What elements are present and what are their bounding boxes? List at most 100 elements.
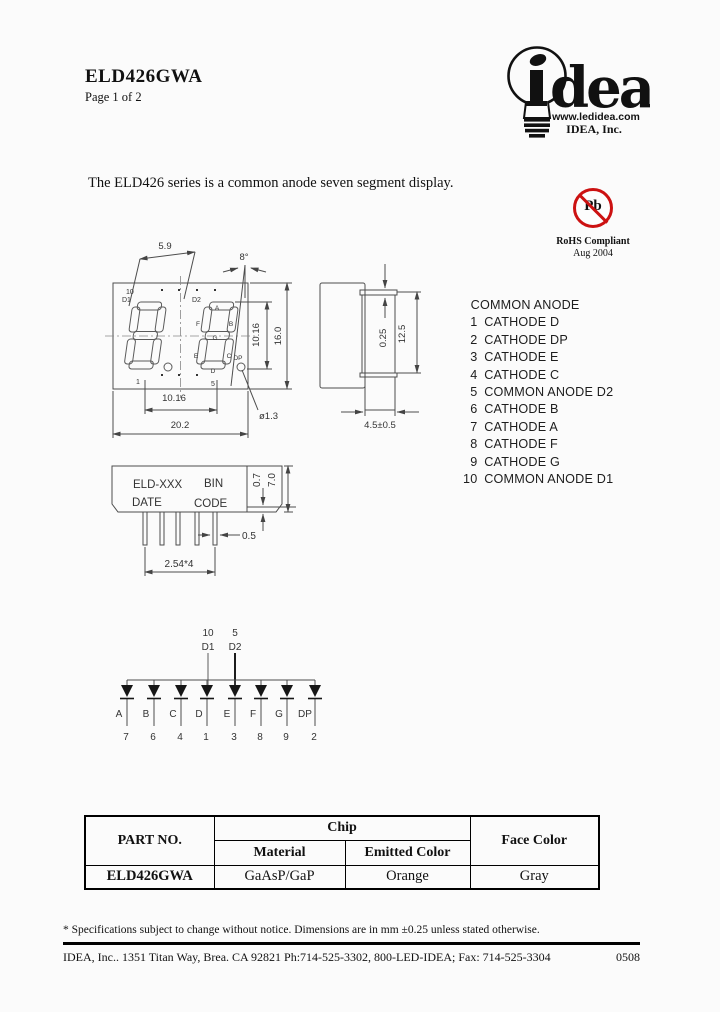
dim-digit-pitch: 10.16 bbox=[144, 380, 218, 414]
svg-text:G: G bbox=[275, 709, 283, 720]
svg-text:7.0: 7.0 bbox=[267, 473, 278, 487]
svg-text:5.9: 5.9 bbox=[158, 241, 171, 252]
dim-depth: 4.5±0.5 bbox=[341, 380, 419, 431]
page-title: ELD426GWA bbox=[85, 66, 203, 87]
svg-text:12.5: 12.5 bbox=[397, 325, 408, 344]
cell-face-color: Gray bbox=[469, 864, 600, 890]
col-header-face-color: Face Color bbox=[469, 815, 600, 866]
svg-text:8°: 8° bbox=[239, 252, 248, 263]
cell-part-no: ELD426GWA bbox=[84, 864, 215, 890]
segment-labels: A B F G E C D DP bbox=[194, 305, 243, 375]
svg-text:B: B bbox=[143, 709, 150, 720]
dim-digit-height: 10.16 bbox=[235, 301, 272, 370]
dim-step: 0.7 bbox=[252, 473, 266, 531]
cell-emitted-color: Orange bbox=[344, 864, 471, 890]
svg-text:C: C bbox=[169, 709, 176, 720]
rohs-mark: Pb RoHS Compliant Aug 2004 bbox=[553, 188, 633, 260]
svg-text:16.0: 16.0 bbox=[273, 327, 284, 346]
dim-lead-width: 0.5 bbox=[198, 531, 256, 542]
svg-text:1: 1 bbox=[203, 732, 209, 743]
dim-top-width: 5.9 bbox=[128, 241, 196, 307]
package-body bbox=[111, 465, 283, 513]
intro-text: The ELD426 series is a common anode seve… bbox=[88, 175, 454, 191]
svg-text:F: F bbox=[196, 321, 200, 328]
front-pin1-label: 1 bbox=[136, 379, 140, 386]
svg-text:2.54*4: 2.54*4 bbox=[165, 559, 194, 570]
svg-text:10.16: 10.16 bbox=[162, 393, 186, 404]
col-header-part-no: PART NO. bbox=[84, 815, 215, 866]
dim-lip: 0.25 bbox=[378, 264, 389, 347]
svg-text:0.7: 0.7 bbox=[252, 473, 263, 487]
spec-table: PART NO. Chip Face Color Material Emitte… bbox=[84, 815, 601, 890]
svg-text:2: 2 bbox=[311, 732, 317, 743]
marking-part: ELD-XXX bbox=[133, 479, 183, 491]
footer-doc-code: 0508 bbox=[616, 950, 640, 964]
footer-address: IDEA, Inc.. 1351 Titan Way, Brea. CA 928… bbox=[63, 950, 551, 964]
svg-text:ø1.3: ø1.3 bbox=[259, 411, 278, 422]
svg-text:20.2: 20.2 bbox=[171, 420, 190, 431]
svg-text:6: 6 bbox=[150, 732, 156, 743]
svg-text:D: D bbox=[195, 709, 202, 720]
front-side-dimension-drawing: 10 D1 D2 1 5 A B F G E C D DP 5.9 8° bbox=[105, 241, 421, 438]
lightbulb-icon bbox=[507, 46, 567, 138]
svg-text:C: C bbox=[227, 353, 232, 360]
dim-body-height: 7.0 bbox=[267, 465, 293, 513]
dp-2 bbox=[236, 362, 246, 372]
footnote: * Specifications subject to change witho… bbox=[63, 924, 540, 936]
dp-1 bbox=[163, 362, 173, 372]
svg-text:9: 9 bbox=[283, 732, 289, 743]
svg-text:10.16: 10.16 bbox=[251, 323, 262, 347]
svg-text:G: G bbox=[212, 335, 217, 342]
package-leads bbox=[142, 511, 218, 546]
dim-total-height: 16.0 bbox=[250, 282, 292, 390]
svg-text:0.25: 0.25 bbox=[378, 329, 389, 348]
rohs-date: Aug 2004 bbox=[573, 248, 613, 259]
col-header-material: Material bbox=[213, 839, 346, 866]
diode-array: A 7 B 6 C 4 D 1 E 3 F 8 G 9 DP bbox=[116, 680, 322, 743]
dim-face-height: 12.5 bbox=[397, 291, 421, 374]
svg-text:DP: DP bbox=[233, 355, 242, 362]
digit-1-segments bbox=[124, 301, 167, 370]
svg-text:A: A bbox=[215, 305, 220, 312]
front-d2-label: D2 bbox=[192, 297, 201, 304]
dim-lead-pitch: 2.54*4 bbox=[144, 547, 216, 576]
marking-date: DATE bbox=[132, 497, 162, 509]
svg-text:E: E bbox=[224, 709, 231, 720]
front-pin10-label: 10 bbox=[126, 289, 134, 296]
logo-company: IDEA, Inc. bbox=[566, 122, 622, 136]
logo-website: www.ledidea.com bbox=[551, 111, 640, 123]
anode1-name: D1 bbox=[202, 642, 215, 653]
svg-text:E: E bbox=[194, 353, 199, 360]
anode2-name: D2 bbox=[229, 642, 242, 653]
anode1-pin: 10 bbox=[202, 628, 214, 639]
svg-text:B: B bbox=[229, 321, 233, 328]
footer: IDEA, Inc.. 1351 Titan Way, Brea. CA 928… bbox=[63, 950, 640, 965]
circuit-diagram: 10 5 D1 D2 A 7 B 6 C 4 D 1 E 3 bbox=[116, 628, 322, 743]
svg-text:F: F bbox=[250, 709, 256, 720]
page-number: Page 1 of 2 bbox=[85, 90, 142, 104]
svg-text:4.5±0.5: 4.5±0.5 bbox=[364, 420, 396, 431]
col-header-emitted-color: Emitted Color bbox=[344, 839, 471, 866]
marking-bin: BIN bbox=[204, 478, 223, 490]
front-d1-label: D1 bbox=[122, 297, 131, 304]
rohs-compliance-text: RoHS Compliant bbox=[556, 236, 630, 247]
table-row: ELD426GWA GaAsP/GaP Orange Gray bbox=[84, 864, 600, 890]
cell-material: GaAsP/GaP bbox=[213, 864, 346, 890]
front-pin5-label: 5 bbox=[211, 381, 215, 388]
dim-dp-diameter: ø1.3 bbox=[241, 369, 278, 422]
footer-rule bbox=[63, 942, 640, 945]
logo-wordmark: dea bbox=[550, 55, 650, 121]
svg-text:7: 7 bbox=[123, 732, 129, 743]
digit-2-segments bbox=[196, 301, 239, 370]
pinout-heading: COMMON ANODE bbox=[470, 297, 580, 312]
pin-dots bbox=[161, 289, 216, 376]
